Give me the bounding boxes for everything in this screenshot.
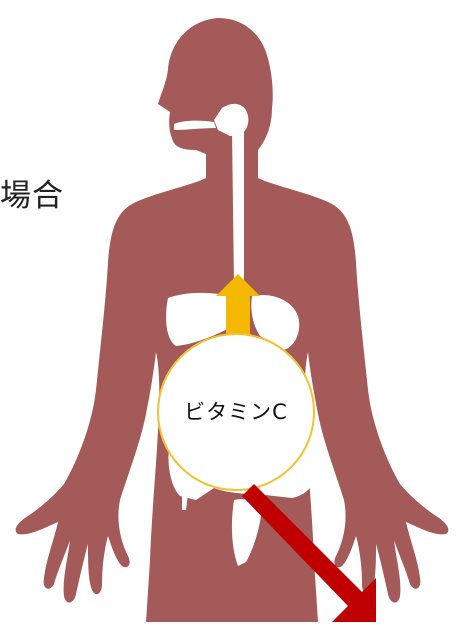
vitamin-c-label: ビタミンC — [160, 391, 312, 431]
esophagus-icon — [232, 130, 244, 285]
side-label: 場合 — [0, 181, 64, 212]
